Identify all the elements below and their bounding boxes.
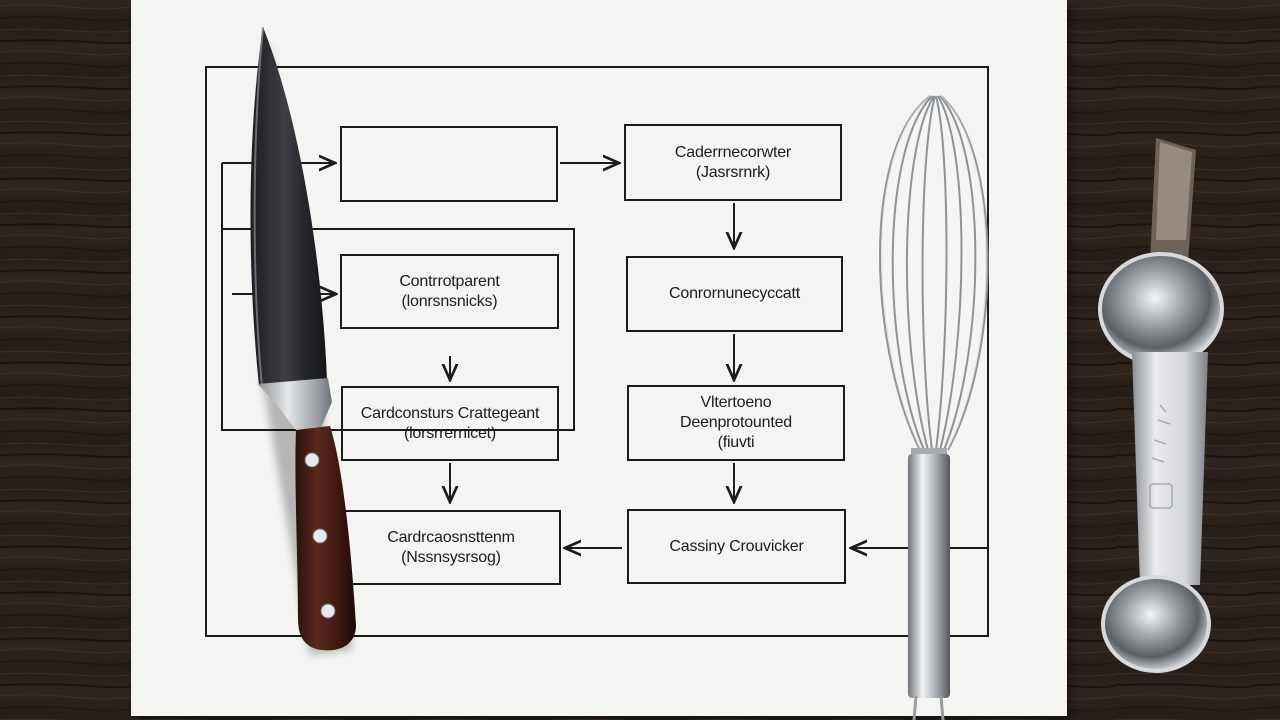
flow-box-7-line-1: Cardrcaosnsttenm — [387, 528, 515, 546]
knife-blade — [250, 27, 327, 386]
flow-box-4-line-1: Conrornunecyccatt — [669, 285, 800, 302]
flow-box-5-line-1: Cardconsturs Crattegeant — [360, 404, 540, 422]
flow-box-1 — [340, 126, 558, 202]
flow-box-8 — [627, 509, 846, 584]
flow-box-8-line-1: Cassiny Crouvicker — [669, 537, 804, 555]
flow-box-6 — [627, 385, 845, 461]
flow-box-2-line-2: (Jasrsrnrk) — [695, 163, 771, 181]
measuring-spoon — [1098, 138, 1224, 673]
flow-box-5-label: Cardconsturs Crattegeant (lorsrrernicet) — [342, 387, 558, 460]
flow-box-6-label: Vltertoeno Deenprotounted (fiuvti — [628, 386, 844, 460]
knife-blade-edge — [253, 26, 264, 387]
knife-rivet-2 — [312, 528, 328, 544]
spoon-handle — [1132, 352, 1208, 585]
flow-box-4-label: Conrornunecyccatt — [627, 257, 842, 331]
flow-box-3-line-2: (lonrsnsnicks) — [401, 292, 498, 310]
spoon-bowl-small — [1101, 575, 1211, 673]
knife-rivet-3 — [320, 603, 336, 619]
flow-box-3 — [340, 254, 559, 329]
flow-box-8-label: Cassiny Crouvicker — [628, 510, 845, 583]
flow-box-3-label: Contrrotparent (lonrsnsnicks) — [341, 255, 558, 328]
flow-box-6-line-3: (fiuvti — [717, 434, 755, 451]
flow-box-7-label: Cardrcaosnsttenm (Nssnsysrsog) — [342, 511, 560, 584]
flow-box-6-line-2: Deenprotounted — [680, 414, 792, 431]
flow-box-2-line-1: Caderrnecorwter — [674, 143, 792, 161]
flow-box-7-line-2: (Nssnsysrsog) — [401, 548, 501, 566]
flow-box-5 — [341, 386, 559, 461]
whisk-ferrule — [911, 448, 947, 458]
flow-box-3-line-1: Contrrotparent — [399, 272, 500, 290]
chefs-knife — [250, 26, 356, 655]
flow-box-4 — [626, 256, 843, 332]
flow-box-2 — [624, 124, 842, 201]
knife-bolster — [258, 378, 332, 430]
flow-box-2-label: Caderrnecorwter (Jasrsrnrk) — [625, 125, 841, 200]
flow-box-5-line-2: (lorsrrernicet) — [403, 424, 497, 442]
spoon-bowl-large — [1098, 252, 1224, 366]
outer-frame — [205, 66, 989, 637]
flow-box-6-line-1: Vltertoeno — [700, 394, 772, 411]
balloon-whisk — [879, 95, 989, 720]
knife-rivet-1 — [304, 452, 320, 468]
whisk-handle — [908, 454, 950, 698]
